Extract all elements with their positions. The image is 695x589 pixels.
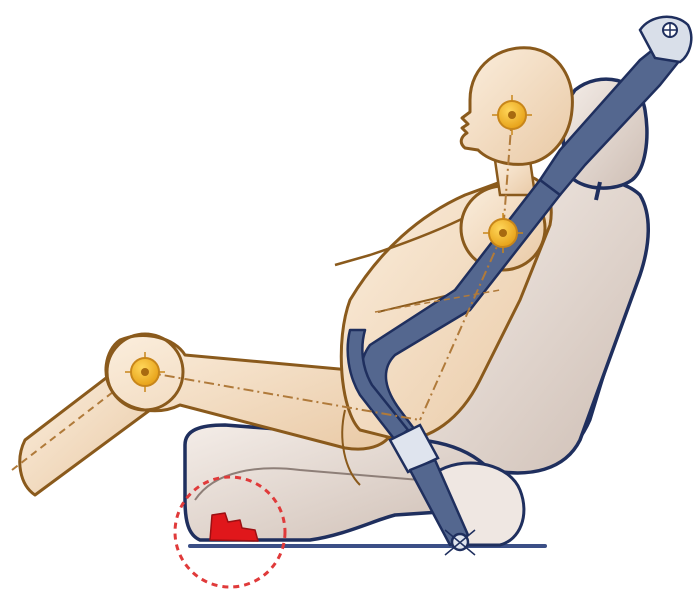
diagram-canvas [0, 0, 695, 589]
crash-test-dummy-seat-diagram [0, 0, 695, 589]
